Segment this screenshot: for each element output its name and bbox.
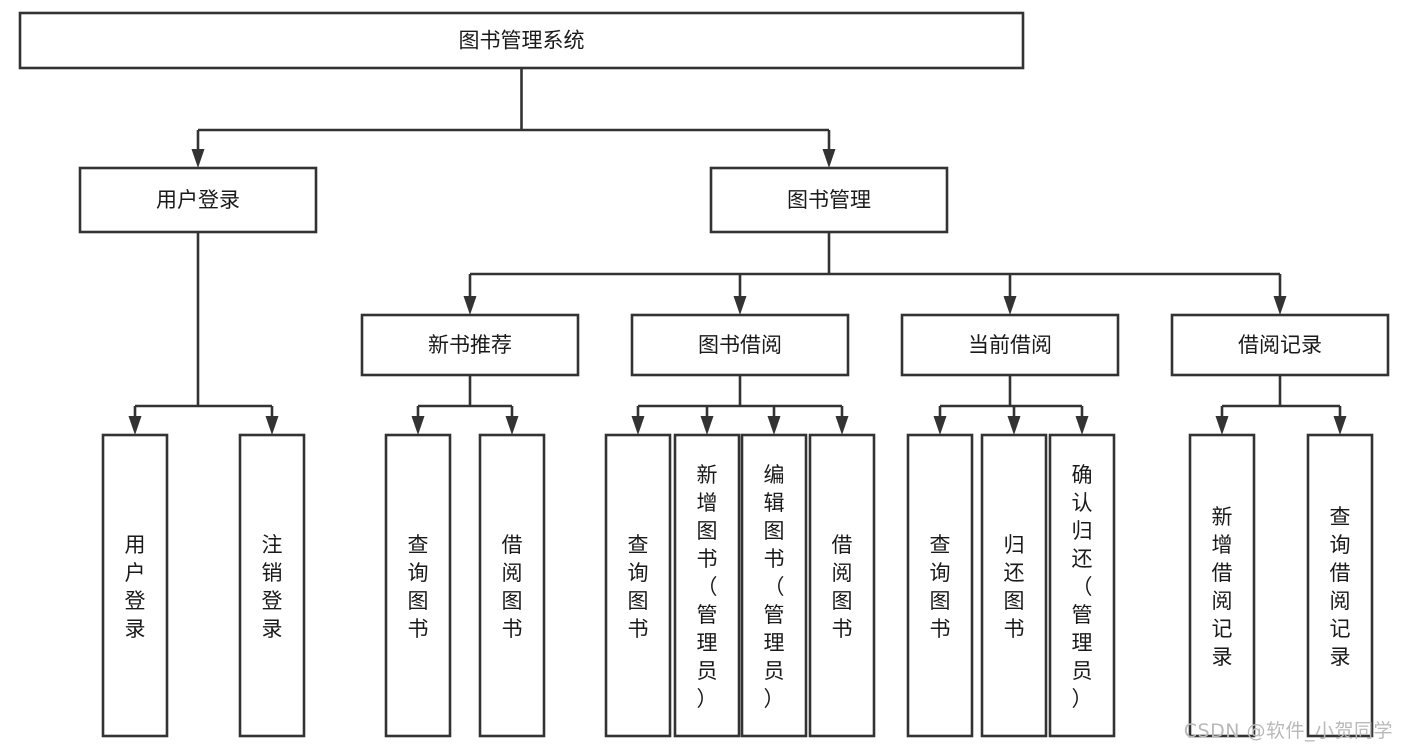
arrow-head-icon — [631, 416, 645, 435]
node-label-l3-d3: 确认归还（管理员） — [1072, 463, 1093, 711]
arrow-head-icon — [822, 149, 836, 168]
node-box-l3-d3 — [1048, 433, 1116, 738]
node-box-l3-b1 — [384, 433, 452, 738]
node-l3-c1[interactable]: 查询图书 — [604, 433, 672, 738]
node-label-l3-b2: 借阅图书 — [502, 533, 523, 641]
node-label-l1-book: 图书管理 — [787, 188, 871, 212]
node-box-l2-current — [900, 313, 1120, 377]
node-box-l2-borrow — [630, 313, 850, 377]
node-label-l2-borrow: 图书借阅 — [698, 333, 782, 357]
node-box-l3-e1 — [1188, 433, 1256, 738]
node-box-l3-a2 — [238, 433, 306, 738]
node-l2-new[interactable]: 新书推荐 — [360, 313, 580, 377]
node-l3-e2[interactable]: 查询借阅记录 — [1306, 433, 1374, 738]
arrow-head-icon — [505, 416, 519, 435]
node-box-l3-c2 — [673, 433, 741, 738]
node-root[interactable]: 图书管理系统 — [18, 11, 1025, 70]
node-label-l3-c1: 查询图书 — [628, 533, 649, 641]
node-l3-d1[interactable]: 查询图书 — [906, 433, 974, 738]
node-l2-record[interactable]: 借阅记录 — [1170, 313, 1390, 377]
arrow-head-icon — [835, 416, 849, 435]
node-label-l2-record: 借阅记录 — [1238, 333, 1322, 357]
node-label-l3-a1: 用户登录 — [125, 533, 146, 641]
arrow-head-icon — [733, 296, 747, 315]
node-box-root — [18, 11, 1025, 70]
node-l2-borrow[interactable]: 图书借阅 — [630, 313, 850, 377]
node-box-l2-record — [1170, 313, 1390, 377]
arrow-head-icon — [933, 416, 947, 435]
node-box-l3-c1 — [604, 433, 672, 738]
node-l3-e1[interactable]: 新增借阅记录 — [1188, 433, 1256, 738]
edge-layer — [128, 68, 1347, 435]
node-label-l3-c3: 编辑图书（管理员） — [764, 463, 785, 711]
arrow-head-icon — [1215, 416, 1229, 435]
node-l3-a2[interactable]: 注销登录 — [238, 433, 306, 738]
edge-group-l2-current — [933, 375, 1089, 435]
arrow-head-icon — [411, 416, 425, 435]
node-l3-d2[interactable]: 归还图书 — [980, 433, 1048, 738]
node-l1-login[interactable]: 用户登录 — [78, 166, 318, 234]
arrow-head-icon — [1333, 416, 1347, 435]
arrow-head-icon — [767, 416, 781, 435]
node-box-l3-a1 — [101, 433, 169, 738]
node-l3-c3[interactable]: 编辑图书（管理员） — [740, 433, 808, 738]
node-box-l3-e2 — [1306, 433, 1374, 738]
edge-group-l1-book — [463, 232, 1287, 315]
node-l3-b2[interactable]: 借阅图书 — [478, 433, 546, 738]
node-label-root: 图书管理系统 — [459, 29, 585, 53]
edge-group-l1-login — [128, 232, 279, 435]
edge-group-l2-borrow — [631, 375, 849, 435]
node-label-l3-d1: 查询图书 — [930, 533, 951, 641]
arrow-head-icon — [1003, 296, 1017, 315]
arrow-head-icon — [1075, 416, 1089, 435]
node-box-l3-b2 — [478, 433, 546, 738]
arrow-head-icon — [191, 149, 205, 168]
edge-group-l2-new — [411, 375, 519, 435]
node-label-l3-d2: 归还图书 — [1004, 533, 1025, 641]
node-label-l3-c2: 新增图书（管理员） — [697, 463, 718, 711]
arrow-head-icon — [700, 416, 714, 435]
node-label-l2-current: 当前借阅 — [968, 333, 1052, 357]
node-l3-c4[interactable]: 借阅图书 — [808, 433, 876, 738]
node-label-l3-e1: 新增借阅记录 — [1212, 505, 1233, 669]
edge-group-l2-record — [1215, 375, 1347, 435]
watermark-label: CSDN @软件_小贺同学 — [1183, 720, 1393, 742]
node-l3-a1[interactable]: 用户登录 — [101, 433, 169, 738]
node-box-l3-c4 — [808, 433, 876, 738]
node-label-l3-a2: 注销登录 — [262, 533, 283, 641]
node-label-l3-b1: 查询图书 — [408, 533, 429, 641]
node-l3-d3[interactable]: 确认归还（管理员） — [1048, 433, 1116, 738]
node-label-l3-e2: 查询借阅记录 — [1330, 505, 1351, 669]
edge-group-root — [191, 68, 836, 168]
node-label-l1-login: 用户登录 — [156, 188, 240, 212]
node-l3-b1[interactable]: 查询图书 — [384, 433, 452, 738]
node-box-l3-d2 — [980, 433, 1048, 738]
arrow-head-icon — [463, 296, 477, 315]
node-box-l3-c3 — [740, 433, 808, 738]
arrow-head-icon — [265, 416, 279, 435]
node-label-l3-c4: 借阅图书 — [832, 533, 853, 641]
node-layer: 图书管理系统用户登录图书管理新书推荐图书借阅当前借阅借阅记录用户登录注销登录查询… — [18, 11, 1390, 738]
arrow-head-icon — [1273, 296, 1287, 315]
node-box-l1-book — [709, 166, 949, 234]
arrow-head-icon — [1007, 416, 1021, 435]
node-label-l2-new: 新书推荐 — [428, 333, 512, 357]
arrow-head-icon — [128, 416, 142, 435]
node-l2-current[interactable]: 当前借阅 — [900, 313, 1120, 377]
node-l3-c2[interactable]: 新增图书（管理员） — [673, 433, 741, 738]
node-box-l3-d1 — [906, 433, 974, 738]
node-box-l1-login — [78, 166, 318, 234]
node-box-l2-new — [360, 313, 580, 377]
node-l1-book[interactable]: 图书管理 — [709, 166, 949, 234]
